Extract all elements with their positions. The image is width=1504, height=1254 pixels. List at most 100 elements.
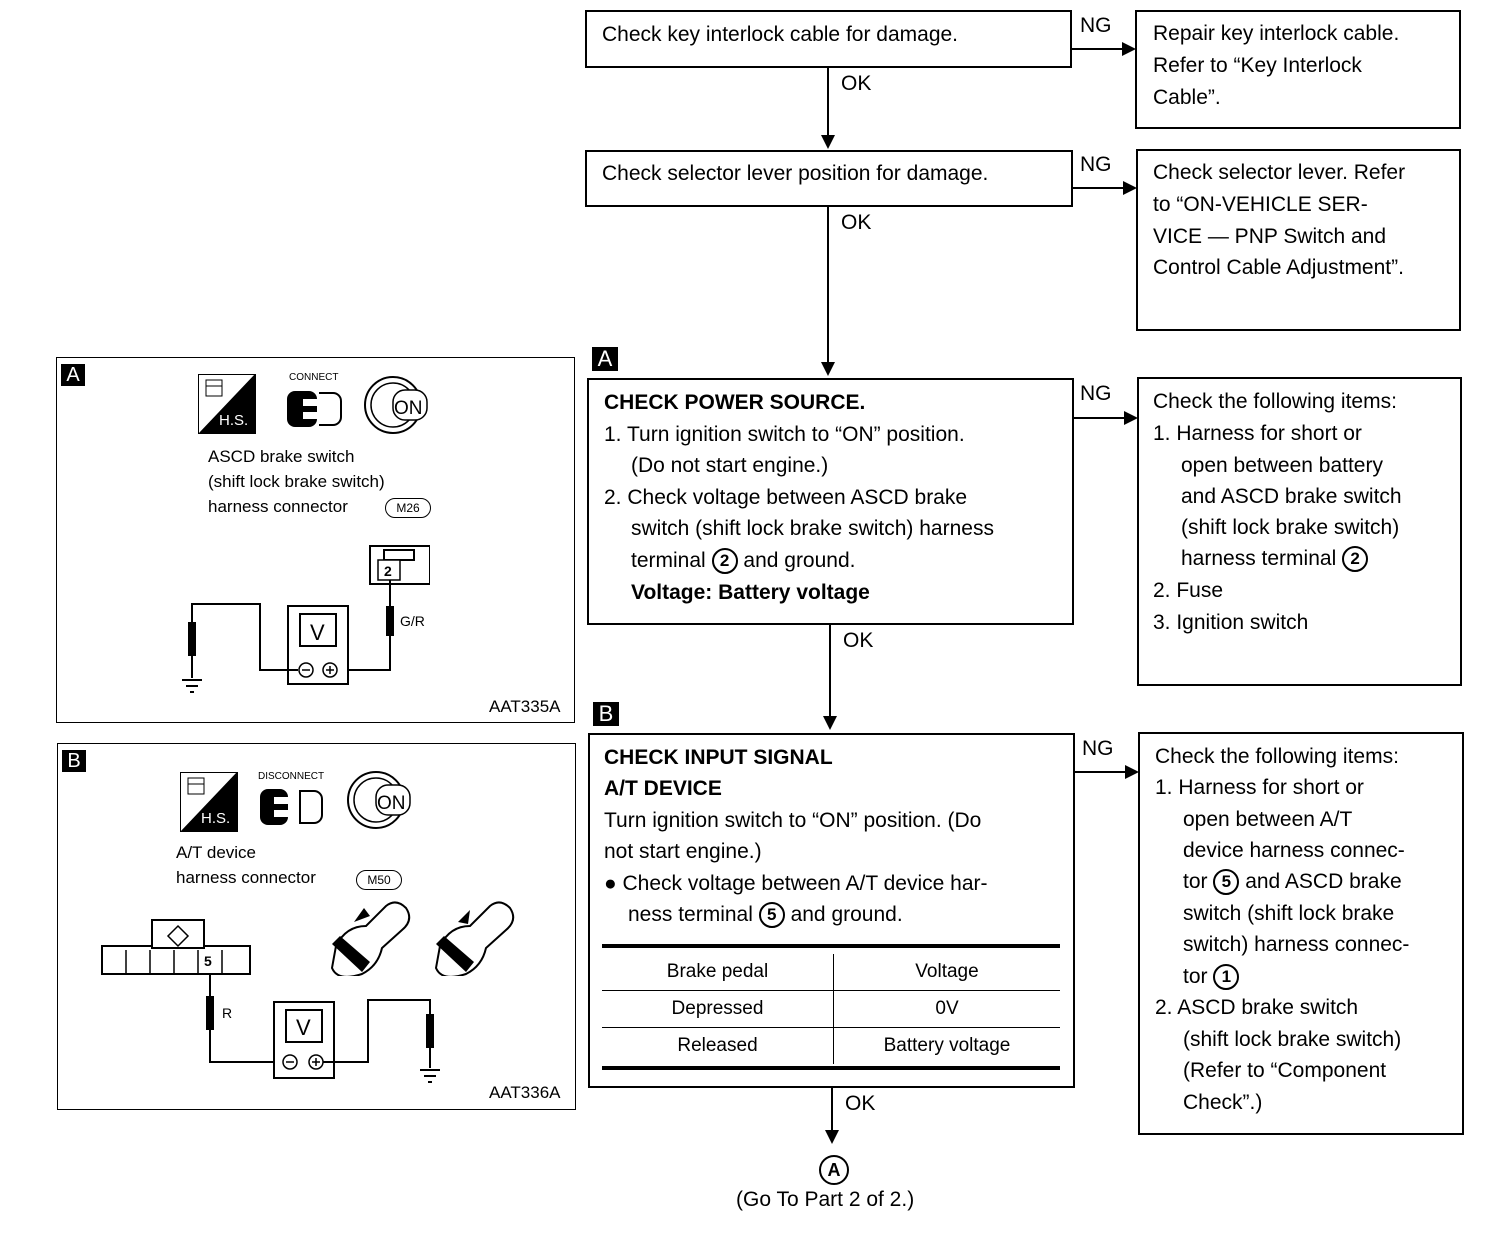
step3-line1: 1. Turn ignition switch to “ON” position… xyxy=(604,423,965,446)
figure-a-line2: (shift lock brake switch) xyxy=(208,472,385,491)
step4-ng-arrow xyxy=(1125,765,1139,779)
figure-b-line1: A/T device xyxy=(176,843,257,862)
step4-line2: not start engine.) xyxy=(604,840,762,863)
terminal-5-symbol: 5 xyxy=(1213,869,1240,896)
terminal-1-symbol: 1 xyxy=(1213,964,1240,991)
table-header-voltage: Voltage xyxy=(833,954,1060,991)
table-row: Depressed 0V xyxy=(602,990,1060,1028)
step1-ok-line xyxy=(827,68,829,136)
ignition-on-icon: ON xyxy=(363,372,433,443)
terminal-2-symbol: 2 xyxy=(1342,546,1369,573)
step3-line4: switch (shift lock brake switch) harness xyxy=(631,517,994,540)
step4-ng-label: NG xyxy=(1082,737,1114,760)
terminal-5-symbol: 5 xyxy=(758,902,785,929)
step3-ng-e: harness terminal 2 xyxy=(1181,543,1369,574)
step3-ng-line xyxy=(1074,417,1124,419)
step3-ng-box xyxy=(1137,377,1462,686)
step3-tag: A xyxy=(592,347,618,371)
goto-symbol: A xyxy=(819,1155,849,1185)
step1-box xyxy=(585,10,1072,68)
step1-ng-box xyxy=(1135,10,1461,129)
step4-title1: CHECK INPUT SIGNAL xyxy=(604,746,833,769)
terminal-2-symbol: 2 xyxy=(711,548,738,575)
step3-ng-b: open between battery xyxy=(1181,454,1383,477)
step3-ok-line xyxy=(829,625,831,717)
table-cell: Battery voltage xyxy=(833,1027,1060,1064)
step2-ng-line4: Control Cable Adjustment”. xyxy=(1153,256,1404,279)
step4-ok-arrow xyxy=(825,1130,839,1144)
step3-line5-b: and ground. xyxy=(743,549,856,572)
table-bottom-rule xyxy=(602,1066,1060,1070)
step1-ng-label: NG xyxy=(1080,14,1112,37)
step4-ng-h: Check the following items: xyxy=(1155,745,1399,768)
svg-text:ON: ON xyxy=(377,793,406,814)
svg-text:2: 2 xyxy=(384,563,392,579)
step2-ok-line xyxy=(827,207,829,363)
figure-a-line3: harness connector xyxy=(208,497,348,516)
step2-ok-arrow xyxy=(821,362,835,376)
step1-ng-line2: Refer to “Key Interlock xyxy=(1153,54,1362,77)
step3-line5-a: terminal xyxy=(631,549,706,572)
step1-ng-line1: Repair key interlock cable. xyxy=(1153,22,1400,45)
step4-ng-f: switch) harness connec- xyxy=(1183,933,1410,956)
step3-spec: Voltage: Battery voltage xyxy=(631,581,870,604)
step4-ng-a: 1. Harness for short or xyxy=(1155,776,1364,799)
step2-ng-label: NG xyxy=(1080,153,1112,176)
step2-text: Check selector lever position for damage… xyxy=(602,162,989,185)
svg-text:V: V xyxy=(310,620,325,645)
svg-text:R: R xyxy=(222,1005,232,1021)
table-cell: Released xyxy=(677,1035,758,1056)
step4-line1: Turn ignition switch to “ON” position. (… xyxy=(604,809,982,832)
hs-icon xyxy=(198,374,256,434)
step4-ng-k: Check”.) xyxy=(1183,1091,1263,1114)
table-cell: Depressed xyxy=(602,990,834,1028)
table-top-rule xyxy=(602,944,1060,948)
table-row: Released Battery voltage xyxy=(602,1027,1060,1064)
step1-ng-line xyxy=(1072,48,1122,50)
step1-ng-arrow xyxy=(1122,42,1136,56)
step4-ng-j: (Refer to “Component xyxy=(1183,1059,1387,1082)
goto-text: (Go To Part 2 of 2.) xyxy=(736,1188,915,1211)
hs-label: H.S. xyxy=(201,810,231,827)
figure-b-code: AAT336A xyxy=(489,1083,561,1102)
step4-ok-label: OK xyxy=(845,1092,876,1115)
step4-ng-box xyxy=(1138,732,1464,1135)
step4-line4-a: ness terminal xyxy=(628,903,753,926)
connector-code-badge: M50 xyxy=(356,870,402,890)
step2-ng-line1: Check selector lever. Refer xyxy=(1153,161,1406,184)
step4-line3: ● Check voltage between A/T device har- xyxy=(604,872,988,895)
step1-ng-line3: Cable”. xyxy=(1153,86,1221,109)
brake-pedal-depressed-icon xyxy=(326,896,416,981)
step4-ng-d1: tor xyxy=(1183,870,1208,893)
brake-pedal-released-icon xyxy=(430,896,520,981)
step3-line3: 2. Check voltage between ASCD brake xyxy=(604,486,968,509)
step4-line4-b: and ground. xyxy=(790,903,903,926)
figure-b-tag: B xyxy=(62,750,86,772)
step2-ng-line2: to “ON-VEHICLE SER- xyxy=(1153,193,1368,216)
step3-ng-d: (shift lock brake switch) xyxy=(1181,516,1400,539)
step2-box xyxy=(585,150,1073,207)
step1-ok-arrow xyxy=(821,135,835,149)
step2-ng-arrow xyxy=(1123,181,1137,195)
step4-ng-d: tor 5 and ASCD brake xyxy=(1183,866,1402,897)
connect-label: CONNECT xyxy=(289,372,339,383)
step1-ok-label: OK xyxy=(841,72,872,95)
step3-ng-f: 2. Fuse xyxy=(1153,579,1224,602)
step4-title2: A/T DEVICE xyxy=(604,777,722,800)
step3-box xyxy=(587,378,1074,625)
step3-title: CHECK POWER SOURCE. xyxy=(604,391,866,414)
connector-code-badge: M26 xyxy=(385,498,431,518)
step4-ng-d2: and ASCD brake xyxy=(1245,870,1402,893)
figure-a-line1: ASCD brake switch xyxy=(208,447,355,466)
figure-a-tag: A xyxy=(61,364,85,386)
step4-ng-h2: 2. ASCD brake switch xyxy=(1155,996,1359,1019)
step4-ok-line xyxy=(831,1088,833,1131)
step4-ng-b: open between A/T xyxy=(1183,808,1353,831)
step3-ng-a: 1. Harness for short or xyxy=(1153,422,1362,445)
step3-ok-label: OK xyxy=(843,629,874,652)
table-header-row: Brake pedal Voltage xyxy=(602,954,1060,991)
table-cell: 0V xyxy=(833,990,1060,1028)
step4-ng-e: switch (shift lock brake xyxy=(1183,902,1395,925)
hs-icon xyxy=(180,772,238,832)
step4-line4: ness terminal 5 and ground. xyxy=(628,899,903,930)
